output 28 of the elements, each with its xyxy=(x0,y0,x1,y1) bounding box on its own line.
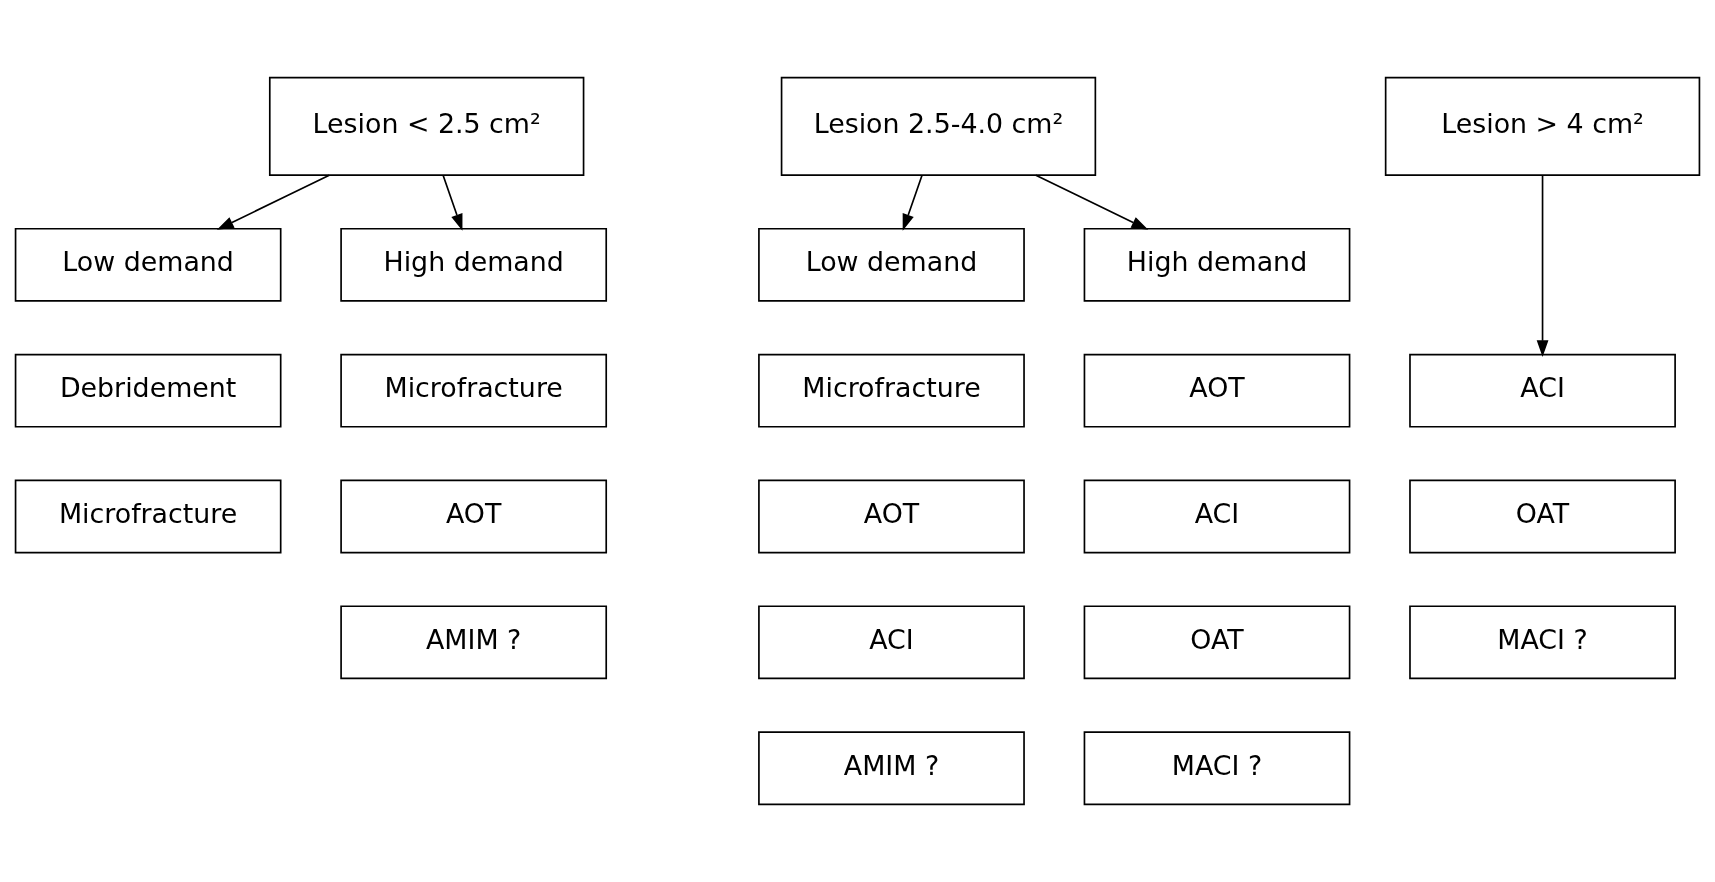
arrow xyxy=(1536,174,1549,358)
node-box: OAT xyxy=(1409,479,1676,554)
node-box: AMIM ? xyxy=(340,605,608,680)
node-box: OAT xyxy=(1083,605,1351,680)
node-box: MACI ? xyxy=(1083,731,1351,806)
node-box: Microfracture xyxy=(340,353,608,428)
node-box: Lesion 2.5-4.0 cm² xyxy=(780,76,1097,176)
arrow xyxy=(1035,174,1149,230)
node-box: AMIM ? xyxy=(758,731,1025,806)
node-box: Microfracture xyxy=(14,479,282,554)
node-box: ACI xyxy=(758,605,1025,680)
node-box: AOT xyxy=(758,479,1025,554)
node-box: Low demand xyxy=(14,227,282,302)
arrow xyxy=(902,174,923,231)
node-box: Lesion < 2.5 cm² xyxy=(268,76,585,176)
node-box: Lesion > 4 cm² xyxy=(1384,76,1701,176)
arrow xyxy=(216,174,331,230)
node-box: MACI ? xyxy=(1409,605,1676,680)
node-box: High demand xyxy=(1083,227,1351,302)
node-box: Debridement xyxy=(14,353,282,428)
node-box: AOT xyxy=(340,479,608,554)
node-box: AOT xyxy=(1083,353,1351,428)
node-box: Low demand xyxy=(758,227,1025,302)
node-box: ACI xyxy=(1083,479,1351,554)
node-box: ACI xyxy=(1409,353,1676,428)
node-box: High demand xyxy=(340,227,608,302)
arrow xyxy=(442,174,463,231)
node-box: Microfracture xyxy=(758,353,1025,428)
